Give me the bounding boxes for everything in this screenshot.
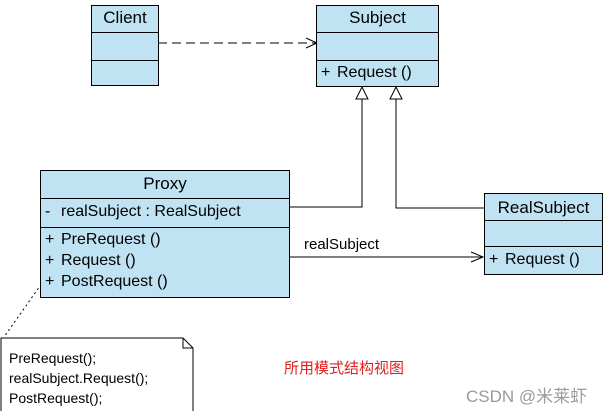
client-attributes-compartment (92, 32, 158, 60)
client-class-name: Client (103, 8, 147, 27)
realsubject-attributes-compartment (485, 220, 602, 246)
subject-attributes-compartment (317, 32, 438, 60)
client-operations-compartment (92, 60, 158, 86)
subject-class-name: Subject (349, 8, 406, 27)
association-arrowhead (470, 251, 485, 263)
note-line: realSubject.Request(); (9, 370, 149, 386)
client-class[interactable]: Client (91, 5, 159, 86)
note-outline (0, 337, 194, 411)
realsubject-generalization-arrowhead (389, 85, 403, 100)
note: PreRequest(); realSubject.Request(); Pos… (0, 337, 194, 411)
proxy-operation: +PreRequest () (45, 231, 161, 248)
proxy-class[interactable]: Proxy -realSubject : RealSubject +PreReq… (40, 170, 290, 298)
association-label: realSubject (304, 236, 380, 253)
proxy-generalization-arrowhead (355, 85, 369, 100)
realsubject-class[interactable]: RealSubject +Request () (484, 193, 603, 275)
note-line: PreRequest(); (9, 350, 97, 366)
realsubject-operation: +Request () (489, 251, 580, 268)
proxy-operations-compartment: +PreRequest () +Request () +PostRequest … (41, 227, 289, 298)
proxy-attribute: -realSubject : RealSubject (45, 203, 241, 220)
note-line: PostRequest(); (9, 390, 103, 406)
realsubject-class-name: RealSubject (497, 198, 590, 217)
proxy-generalization-line (290, 99, 363, 208)
diagram-caption: 所用模式结构视图 (284, 360, 405, 377)
proxy-attributes-compartment: -realSubject : RealSubject (41, 198, 289, 227)
realsubject-generalization-line (395, 99, 484, 209)
proxy-operation: +Request () (45, 252, 136, 269)
proxy-class-name: Proxy (143, 174, 187, 193)
subject-class[interactable]: Subject +Request () (316, 5, 439, 87)
subject-operations-compartment: +Request () (317, 60, 438, 87)
realsubject-operations-compartment: +Request () (485, 246, 602, 275)
proxy-operation: +PostRequest () (45, 273, 168, 290)
watermark: CSDN @米莱虾 (466, 387, 588, 406)
subject-operation: +Request () (321, 64, 412, 81)
